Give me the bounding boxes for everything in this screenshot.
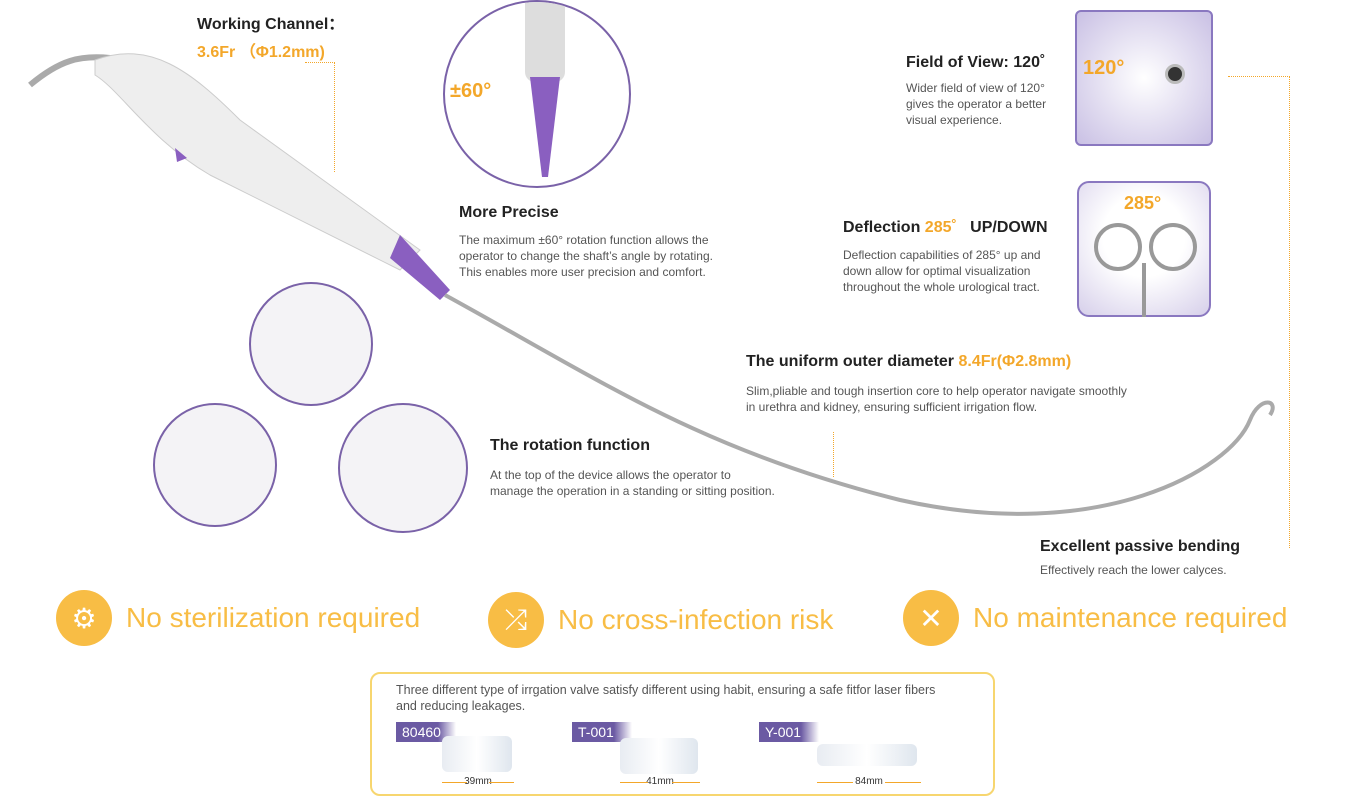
more-precise-desc: The maximum ±60° rotation function allow… <box>459 233 709 247</box>
more-precise-title: More Precise <box>459 204 559 221</box>
fov-image: 120° <box>1075 10 1213 146</box>
rotation-function-desc: At the top of the device allows the oper… <box>490 468 731 482</box>
rotation-photo-2 <box>153 403 277 527</box>
more-precise-desc: This enables more user precision and com… <box>459 265 706 279</box>
outer-diameter-title: The uniform outer diameter <box>746 353 955 370</box>
valve-size: 84mm <box>817 776 921 787</box>
deflection-image: 285° <box>1077 181 1211 317</box>
fov-desc: visual experience. <box>906 113 1003 127</box>
passive-bending-title: Excellent passive bending <box>1040 538 1241 555</box>
fov-angle: 120° <box>1083 57 1125 79</box>
valve-image <box>620 738 698 774</box>
deflection-suffix: UP/DOWN <box>970 219 1048 236</box>
deflection-angle: 285° <box>1124 193 1162 213</box>
fov-title: Field of View: 120˚ <box>906 54 1046 71</box>
valves-desc: and reducing leakages. <box>396 699 526 713</box>
field-of-view: Field of View: 120˚ Wider field of view … <box>906 54 1046 128</box>
outer-diameter-value: 8.4Fr(Φ2.8mm) <box>958 353 1072 370</box>
deflection-value: 285˚ <box>924 219 957 236</box>
passive-bending: Excellent passive bending Effectively re… <box>1040 538 1240 578</box>
deflection-desc: down allow for optimal visualization <box>843 264 1031 278</box>
valve-size: 41mm <box>620 776 700 787</box>
valves-desc: Three different type of irrgation valve … <box>396 683 936 697</box>
shuffle-icon: ⤮ <box>488 592 544 648</box>
outer-diameter-desc: in urethra and kidney, ensuring sufficie… <box>746 400 1038 414</box>
leader-line <box>305 62 335 172</box>
rotation-function-desc: manage the operation in a standing or si… <box>490 484 775 498</box>
rotation-angle: ±60° <box>450 80 492 102</box>
feature-label: No maintenance required <box>973 602 1288 633</box>
valve-size: 39mm <box>442 776 514 787</box>
valve-code: 80460 <box>396 722 456 742</box>
tools-icon: ✕ <box>903 590 959 646</box>
valve-code: T-001 <box>572 722 632 742</box>
more-precise: More Precise The maximum ±60° rotation f… <box>459 204 713 280</box>
deflection: Deflection 285˚ UP/DOWN Deflection capab… <box>843 219 1048 295</box>
feature-no-cross-infection: ⤮ No cross-infection risk <box>488 592 833 648</box>
feature-label: No cross-infection risk <box>558 604 834 635</box>
valve-image <box>442 736 512 772</box>
ureteroscope-illustration <box>28 53 1275 516</box>
more-precise-desc: operator to change the shaft’s angle by … <box>459 249 713 263</box>
fov-desc: Wider field of view of 120° <box>906 81 1045 95</box>
outer-diameter-desc: Slim,pliable and tough insertion core to… <box>746 384 1127 398</box>
fov-desc: gives the operator a better <box>906 97 1047 111</box>
deflection-title: Deflection <box>843 219 921 236</box>
outer-diameter: The uniform outer diameter 8.4Fr(Φ2.8mm)… <box>746 353 1127 415</box>
no-germ-icon: ⚙ <box>56 590 112 646</box>
feature-no-maintenance: ✕ No maintenance required <box>903 590 1287 646</box>
working-channel-value: 3.6Fr （Φ1.2mm) <box>197 44 325 61</box>
deflection-desc: Deflection capabilities of 285° up and <box>843 248 1041 262</box>
feature-label: No sterilization required <box>126 602 421 633</box>
deflection-desc: throughout the whole urological tract. <box>843 280 1040 294</box>
rotation-function: The rotation function At the top of the … <box>490 437 775 499</box>
rotation-closeup: ±60° <box>443 0 631 188</box>
feature-no-sterilization: ⚙ No sterilization required <box>56 590 420 646</box>
rotation-function-title: The rotation function <box>490 437 650 454</box>
rotation-photo-3 <box>338 403 468 533</box>
working-channel-title: Working Channel： <box>197 16 345 33</box>
working-channel: Working Channel： 3.6Fr （Φ1.2mm) <box>197 10 344 62</box>
valve-image <box>817 744 917 766</box>
rotation-photo-1 <box>249 282 373 406</box>
valve-code: Y-001 <box>759 722 819 742</box>
passive-bending-desc: Effectively reach the lower calyces. <box>1040 563 1227 577</box>
irrigation-valves-panel: Three different type of irrgation valve … <box>370 672 995 796</box>
leader-line <box>833 432 834 477</box>
leader-line <box>1228 76 1290 548</box>
